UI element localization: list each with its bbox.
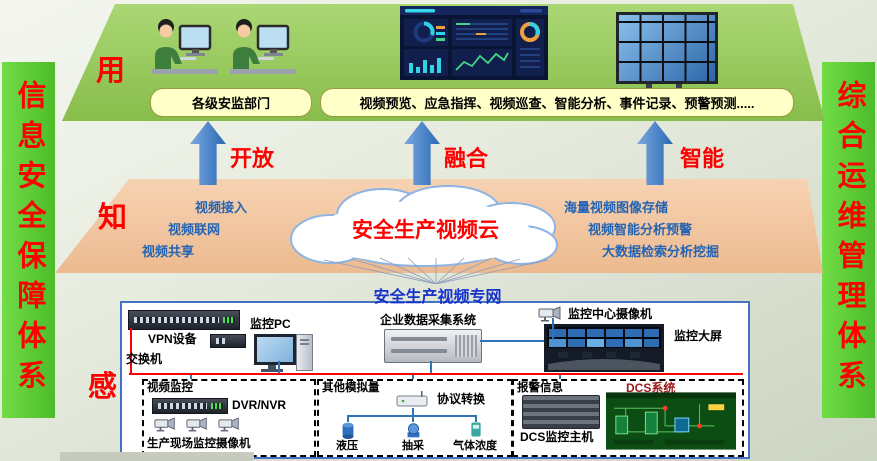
bottom-edge-strip [60, 452, 254, 461]
site-camera-icon [218, 417, 239, 432]
dept-box: 各级安监部门 [150, 88, 312, 117]
switch-leds [223, 317, 235, 323]
connector-line [552, 318, 554, 340]
server-vents [455, 335, 477, 357]
pc-tower [296, 334, 313, 371]
core-switch-device [128, 310, 240, 330]
arrow-fusion-label: 融合 [444, 146, 489, 171]
video-group-title: 视频监控 [147, 382, 193, 394]
analog-group-title: 其他模拟量 [322, 382, 380, 394]
dcs-host-label: DCS监控主机 [520, 430, 594, 444]
pc-monitor [254, 334, 296, 365]
connector-line [412, 417, 414, 422]
connector-line [347, 417, 349, 422]
fan-connection-lines [323, 257, 549, 284]
hydraulic-sensor-icon [342, 422, 354, 439]
functions-box-label: 视频预览、应急指挥、视频巡查、智能分析、事件记录、预警预测..... [359, 96, 755, 111]
arrow-intelligent [637, 121, 673, 185]
cloud-right-item: 海量视频图像存储 [564, 200, 669, 215]
control-room-illustration [544, 324, 664, 372]
vpn-ports [216, 338, 225, 344]
dvr-leds [211, 403, 223, 409]
operators-illustration [152, 17, 298, 76]
protocol-converter-device [396, 391, 428, 407]
switch-ports [134, 317, 219, 323]
dept-box-label: 各级安监部门 [191, 96, 270, 111]
cloud-right-item: 视频智能分析预警 [588, 222, 693, 237]
analog-group-box: 其他模拟量 协议转换 [317, 379, 513, 457]
dvr-ports [158, 403, 207, 409]
center-camera-label: 监控中心摄像机 [568, 307, 653, 321]
cloud-left-item: 视频共享 [142, 244, 195, 259]
right-banner-label: 综合运维管理体系 [833, 80, 865, 400]
left-banner-label: 信息安全保障体系 [13, 80, 45, 400]
server-slot [391, 337, 447, 341]
red-network-bus [129, 373, 743, 375]
site-camera-icon [154, 417, 175, 432]
dcs-system-label: DCS系统 [626, 381, 676, 395]
sensor-label-extraction: 抽采 [402, 440, 424, 452]
server-slot [391, 349, 447, 353]
connector-line [278, 361, 280, 373]
left-banner: 信息安全保障体系 [2, 62, 55, 418]
dvr-label: DVR/NVR [232, 398, 287, 412]
vpn-device-label: VPN设备 [148, 332, 197, 346]
switch-label: 交换机 [126, 352, 163, 366]
connector-line [347, 415, 477, 417]
extraction-sensor-icon [407, 423, 420, 438]
layer-label-use: 用 [96, 55, 126, 87]
cloud-right-item: 大数据检索分析挖掘 [602, 244, 720, 259]
cloud-shape [290, 185, 558, 267]
sensor-label-gas: 气体浓度 [453, 440, 497, 452]
connector-line [430, 361, 432, 373]
pc-base [261, 369, 283, 372]
gas-sensor-icon [471, 422, 481, 437]
red-riser-line [130, 328, 132, 374]
video-wall-illustration [616, 12, 718, 97]
arrow-open-label: 开放 [230, 146, 275, 171]
site-camera-icon [186, 417, 207, 432]
center-camera-icon [538, 306, 561, 322]
data-collector-device [384, 329, 482, 363]
monitor-pc [254, 334, 313, 372]
right-banner: 综合运维管理体系 [822, 62, 875, 418]
vpn-device [210, 334, 246, 348]
functions-box: 视频预览、应急指挥、视频巡查、智能分析、事件记录、预警预测..... [320, 88, 794, 117]
pc-stand [268, 365, 276, 369]
cloud-title: 安全生产视频云 [352, 219, 499, 242]
layer-label-know: 知 [98, 202, 128, 234]
dcs-host-device [522, 395, 600, 429]
video-group-box: 视频监控 DVR/NVR 生产现场监控摄像机 [142, 379, 316, 457]
arrow-fusion [404, 121, 440, 185]
cloud-left-item: 视频接入 [195, 200, 248, 215]
arrow-intelligent-label: 智能 [680, 146, 725, 171]
dvr-device [152, 398, 228, 414]
private-network-label: 安全生产视频专网 [373, 289, 502, 306]
dcs-screenshot [606, 392, 736, 450]
video-wall-screens [616, 12, 718, 84]
sensor-label-hydraulic: 液压 [336, 440, 358, 452]
data-collector-label: 企业数据采集系统 [380, 313, 477, 327]
monitor-pc-label: 监控PC [250, 317, 291, 331]
big-screen-label: 监控大屏 [674, 329, 723, 343]
perception-layer-box: VPN设备 交换机 监控PC 企业数据采集系统 监控中心摄像机 [120, 301, 750, 459]
connector-line [480, 340, 544, 342]
site-cameras-label: 生产现场监控摄像机 [147, 438, 251, 450]
alarm-info-label: 报警信息 [517, 382, 563, 394]
cloud-left-item: 视频联网 [168, 222, 221, 237]
protocol-converter-label: 协议转换 [437, 392, 486, 406]
layer-label-sense: 感 [88, 371, 118, 403]
arrow-open [190, 121, 226, 185]
connector-line [475, 417, 477, 422]
dcs-group-box: 报警信息 DCS系统 DCS监控主机 [512, 379, 744, 457]
dashboard-screenshot [400, 6, 548, 80]
connector-line [412, 408, 414, 415]
